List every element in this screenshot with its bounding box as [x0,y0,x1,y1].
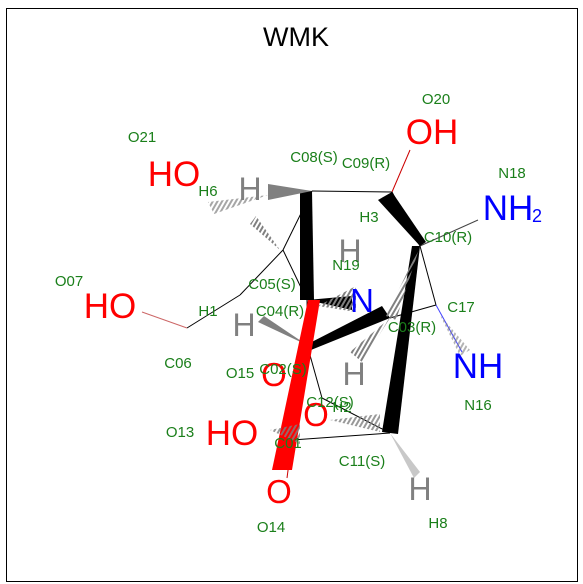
atom-h-n19: H [338,233,361,269]
label-c05: C05(S) [248,276,296,293]
hashed-bonds [208,195,470,444]
wedge-c11-h8 [390,433,420,478]
bond-c10-c17 [419,245,437,306]
atom-h6: H [238,171,261,207]
hash-h6-o21 [208,195,268,214]
wedge-c08-c04 [300,191,314,300]
bond-c08-c09 [311,190,393,193]
hash-c01-o13 [270,424,300,444]
atom-symbols: OH HO H NH 2 H N HO H NH H O O HO O H [84,113,542,510]
label-c12: C12(S) [306,394,354,411]
diagram-frame [6,8,578,582]
bond-c10-n18 [419,219,479,247]
atom-h8: H [408,471,431,507]
wedge-c04-h [258,316,307,345]
diagram-title: WMK [263,22,329,52]
label-c08: C08(S) [290,149,338,166]
label-c09: C09(R) [342,155,390,172]
wedge-bonds [258,184,426,478]
label-c06: C06 [164,355,192,372]
atom-o15: O [261,356,287,393]
hash-n16-c03 [440,315,470,356]
atom-o14: O [266,473,292,510]
label-o07: O07 [55,273,83,290]
bond-c01-c11 [291,432,391,441]
bond-ch2-o07 [141,311,188,329]
atom-h2: H [342,356,365,392]
label-h1: H1 [198,303,217,320]
atom-h1: H [232,307,255,343]
atom-n16: NH [453,347,504,386]
label-c17: C17 [447,299,475,316]
hash-c03-h [350,318,390,362]
wedge-c10-c11 [382,246,420,434]
bond-c06-ch2 [186,294,241,329]
label-c03: C03(R) [388,319,436,336]
atom-o21: HO [148,155,201,194]
atom-n18: NH [483,189,534,228]
label-o13: O13 [166,424,194,441]
bond-c05-c06 [239,249,284,296]
atom-o20: OH [406,113,459,152]
atom-n19: N [350,282,374,319]
atom-o13: HO [206,414,259,453]
hash-c12-c11 [330,414,380,432]
label-o15: O15 [226,365,254,382]
label-o21: O21 [128,129,156,146]
wedge-c08-h [268,184,312,200]
label-o14: O14 [257,519,285,536]
atom-labels: O20 O21 C08(S) C09(R) N18 H6 H3 C10(R) N… [55,91,526,536]
bond-c09-o20 [391,149,411,193]
label-h6: H6 [198,183,217,200]
label-h3: H3 [359,209,378,226]
label-n19: N19 [332,257,360,274]
hash-c10-c03 [386,246,420,320]
label-c01: C01 [274,435,302,452]
wedge-c09-h3 [378,192,426,246]
label-c11: C11(S) [339,453,385,470]
atom-n18-sub: 2 [532,206,542,226]
hash-c05-c08 [250,216,280,250]
label-c10: C10(R) [424,229,472,246]
wedge-n19-c02 [300,306,390,352]
label-c02: C02(S) [259,361,307,378]
atom-o07: HO [84,287,137,326]
label-n18: N18 [498,165,526,182]
hash-c04-n19 [318,286,356,312]
label-n16: N16 [464,397,492,414]
label-h8: H8 [428,515,447,532]
bond-c03-c17 [389,304,437,319]
label-c04: C04(R) [256,303,304,320]
atom-o12: O [303,396,329,433]
label-o20: O20 [422,91,450,108]
label-h2: H2 [332,399,351,416]
